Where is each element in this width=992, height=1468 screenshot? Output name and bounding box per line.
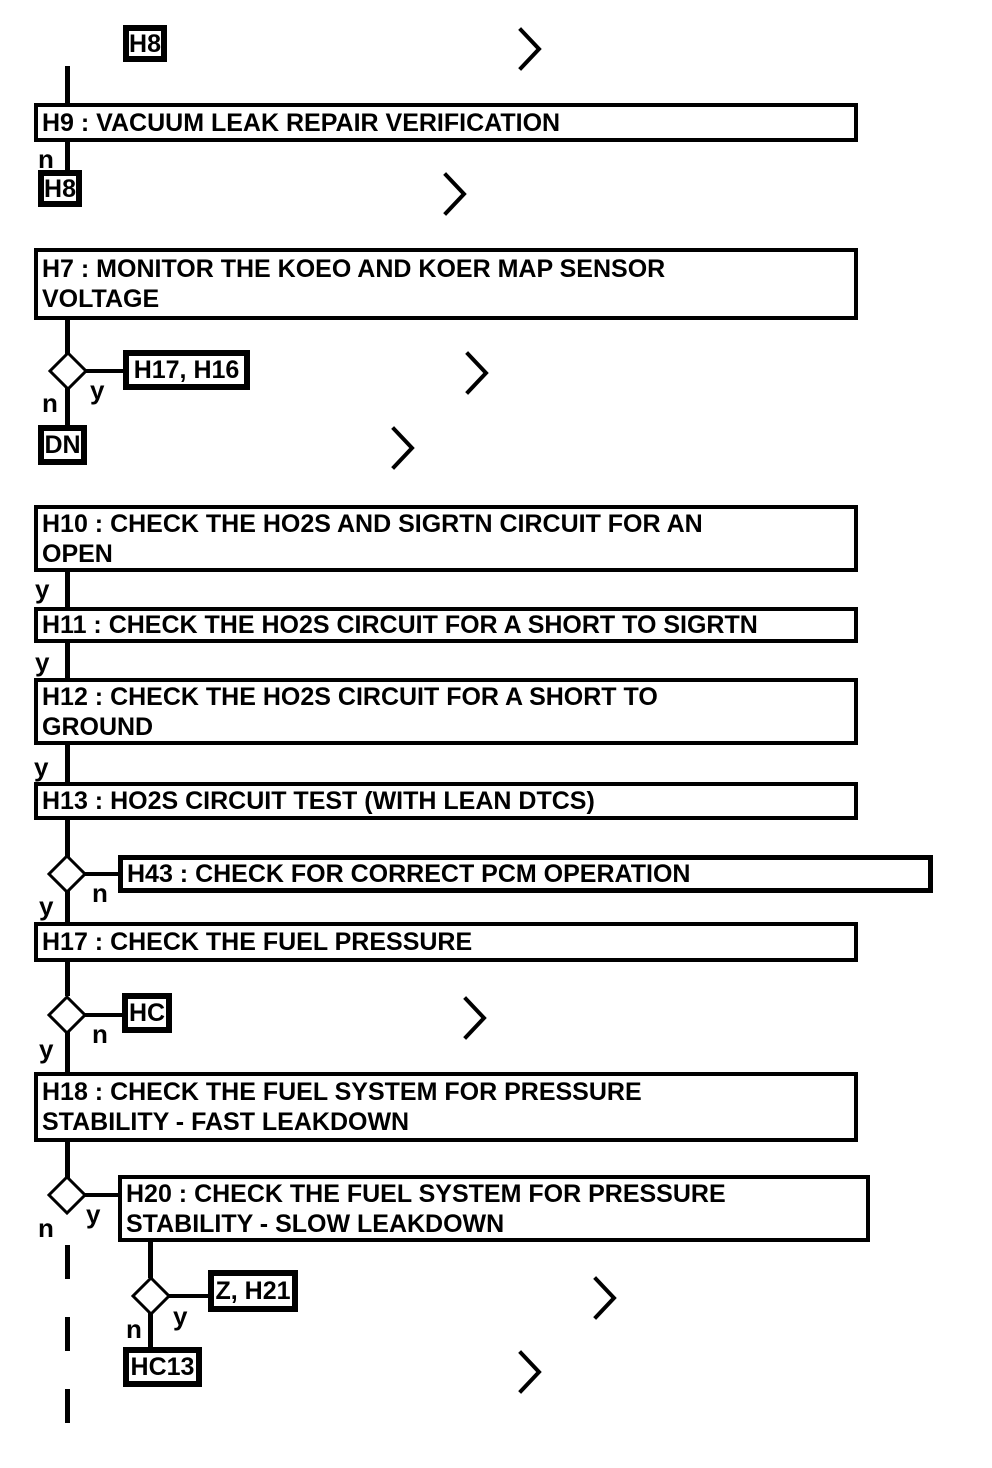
chevron-right-icon [391,426,415,470]
branch-label-y: y [35,647,50,677]
branch-label-n: n [126,1314,142,1344]
ref-box-label: HC [128,999,166,1027]
ref-box-label: H8 [44,174,76,203]
branch-label-y: y [34,752,49,782]
step-box-h12: H12 : CHECK THE HO2S CIRCUIT FOR A SHORT… [34,678,858,745]
flow-line-vertical [148,1241,153,1278]
branch-label-n: n [92,878,108,908]
ref-box-hc13: HC13 [123,1347,202,1387]
flow-line-vertical [65,1141,70,1178]
step-box-h9: H9 : VACUUM LEAK REPAIR VERIFICATION [34,103,858,142]
step-box-h11: H11 : CHECK THE HO2S CIRCUIT FOR A SHORT… [34,607,858,643]
flow-line-horizontal [168,1294,210,1298]
branch-label-y: y [39,891,54,921]
flow-line-vertical [65,641,70,679]
branch-label-y: y [35,574,50,604]
branch-label-n: n [38,144,54,174]
branch-label-n: n [38,1213,54,1243]
flow-line-vertical [65,66,70,104]
step-box-h20: H20 : CHECK THE FUEL SYSTEM FOR PRESSURE… [118,1175,870,1242]
flow-line-vertical [65,744,70,784]
step-box-label: H18 : CHECK THE FUEL SYSTEM FOR PRESSURE… [42,1078,642,1136]
chevron-right-icon [593,1276,617,1320]
ref-box-z-h21: Z, H21 [208,1270,298,1312]
chevron-right-icon [443,172,467,216]
decision-diamond [47,1175,87,1215]
decision-diamond [47,995,87,1035]
ref-box-hc: HC [122,993,172,1033]
flow-line-vertical [65,318,70,354]
step-box-h18: H18 : CHECK THE FUEL SYSTEM FOR PRESSURE… [34,1072,858,1142]
step-box-h17: H17 : CHECK THE FUEL PRESSURE [34,922,858,962]
branch-label-y: y [39,1034,54,1064]
step-box-label: H12 : CHECK THE HO2S CIRCUIT FOR A SHORT… [42,682,658,741]
decision-diamond [131,1276,171,1316]
branch-label-n: n [92,1019,108,1049]
flow-line-horizontal [84,872,122,876]
branch-label-y: y [86,1199,101,1229]
step-box-label: H20 : CHECK THE FUEL SYSTEM FOR PRESSURE… [126,1179,726,1238]
ref-box-label: DN [44,431,81,459]
chevron-right-icon [465,351,489,395]
flow-line-vertical [65,570,70,608]
decision-diamond [47,854,87,894]
ref-box-label: H8 [129,29,161,58]
flow-line-horizontal [84,1193,120,1197]
step-box-h13: H13 : HO2S CIRCUIT TEST (WITH LEAN DTCS) [34,782,858,820]
step-box-label: H17 : CHECK THE FUEL PRESSURE [42,928,473,956]
step-box-h7: H7 : MONITOR THE KOEO AND KOER MAP SENSO… [34,248,858,320]
ref-box-h17-h16: H17, H16 [123,350,250,390]
chevron-right-icon [518,27,542,71]
step-box-label: H43 : CHECK FOR CORRECT PCM OPERATION [127,860,691,888]
branch-label-y: y [90,375,105,405]
flow-line-vertical [65,141,70,171]
chevron-right-icon [463,996,487,1040]
step-box-label: H9 : VACUUM LEAK REPAIR VERIFICATION [42,108,561,137]
ref-box-h8-top: H8 [123,25,167,62]
step-box-h43: H43 : CHECK FOR CORRECT PCM OPERATION [118,855,933,893]
flow-line-vertical [65,890,70,923]
chevron-right-icon [518,1350,542,1394]
flow-line-vertical [65,1032,70,1073]
step-box-label: H11 : CHECK THE HO2S CIRCUIT FOR A SHORT… [42,611,758,639]
ref-box-label: HC13 [130,1353,195,1381]
flow-line-horizontal [84,369,125,373]
flow-line-vertical [148,1313,153,1348]
ref-box-label: Z, H21 [215,1277,291,1305]
flow-line-dashed [65,1245,70,1430]
ref-box-h8: H8 [38,170,82,207]
step-box-label: H10 : CHECK THE HO2S AND SIGRTN CIRCUIT … [42,509,703,568]
flow-line-vertical [65,818,70,857]
step-box-h10: H10 : CHECK THE HO2S AND SIGRTN CIRCUIT … [34,505,858,572]
branch-label-y: y [173,1301,188,1331]
decision-diamond [48,351,88,391]
step-box-label: H13 : HO2S CIRCUIT TEST (WITH LEAN DTCS) [42,787,595,815]
branch-label-n: n [42,388,58,418]
flow-line-horizontal [84,1013,124,1017]
flow-line-vertical [65,960,70,996]
ref-box-dn: DN [38,425,87,465]
flow-line-vertical [65,388,70,426]
step-box-label: H7 : MONITOR THE KOEO AND KOER MAP SENSO… [42,255,666,313]
ref-box-label: H17, H16 [133,356,240,384]
